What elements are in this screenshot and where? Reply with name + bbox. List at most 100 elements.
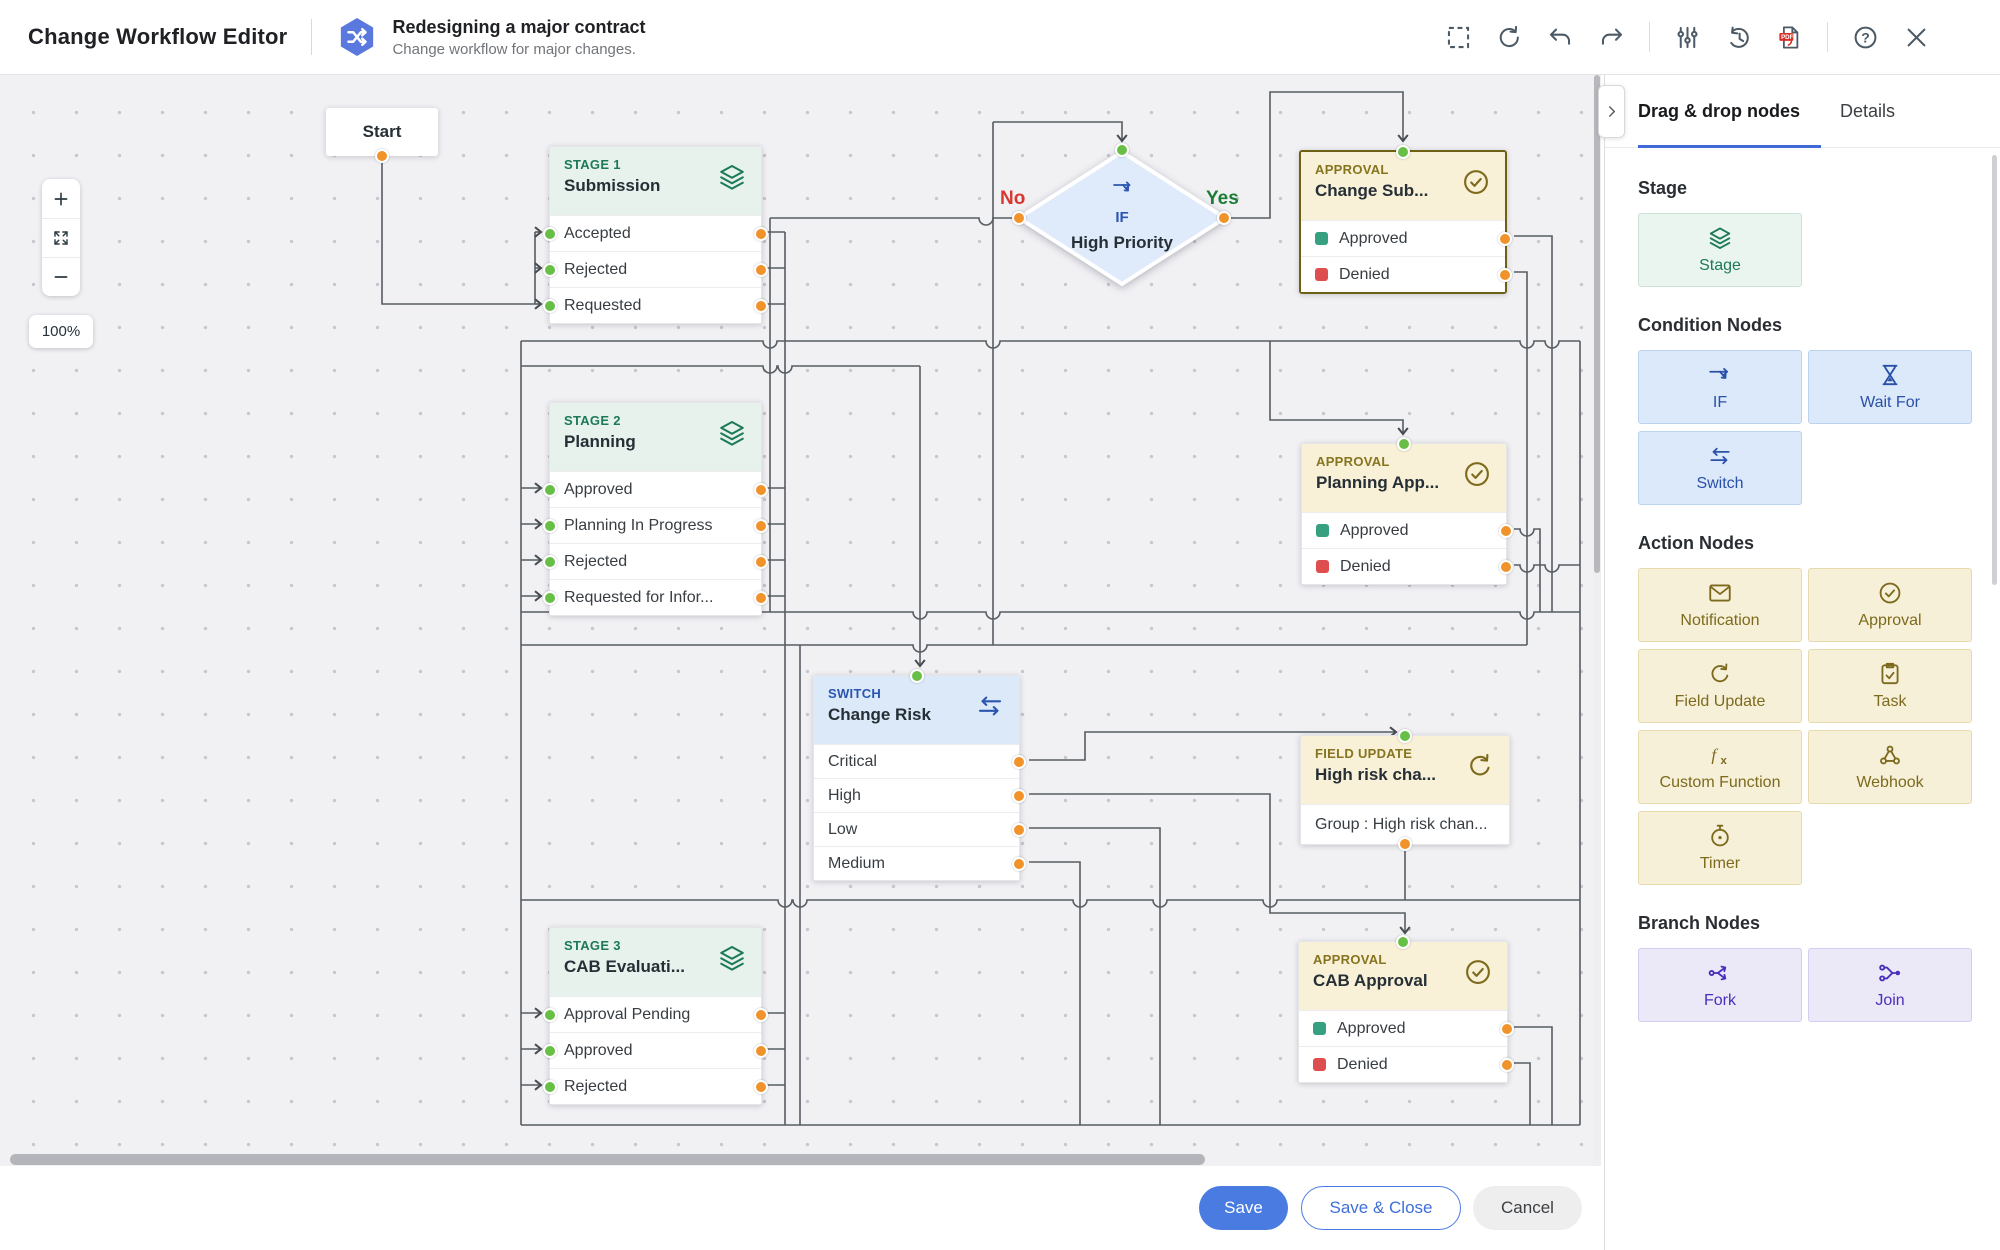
palette-item-field-update[interactable]: Field Update <box>1638 649 1802 723</box>
node-stage-1[interactable]: STAGE 1 Submission Accepted Rejected Req… <box>543 146 768 324</box>
output-port[interactable] <box>1498 267 1512 282</box>
stage-row[interactable]: Planning In Progress <box>543 507 768 543</box>
output-port[interactable] <box>754 590 768 605</box>
sliders-icon[interactable] <box>1674 24 1701 51</box>
output-port[interactable] <box>754 262 768 277</box>
reset-icon[interactable] <box>1496 24 1523 51</box>
node-start[interactable]: Start <box>326 108 438 163</box>
input-port[interactable] <box>543 262 557 277</box>
output-port[interactable] <box>754 482 768 497</box>
save-button[interactable]: Save <box>1199 1186 1288 1230</box>
palette-item-fork[interactable]: Fork <box>1638 948 1802 1022</box>
node-approval-cab[interactable]: APPROVAL CAB Approval Approved Denied <box>1298 935 1514 1083</box>
output-port[interactable] <box>1498 231 1512 246</box>
node-stage-3[interactable]: STAGE 3 CAB Evaluati... Approval Pending… <box>543 927 768 1105</box>
node-switch-change-risk[interactable]: SWITCH Change Risk Critical High Low Med… <box>813 669 1026 881</box>
undo-icon[interactable] <box>1547 24 1574 51</box>
palette-item-if[interactable]: IF <box>1638 350 1802 424</box>
input-port[interactable] <box>543 554 557 569</box>
palette-item-approval[interactable]: Approval <box>1808 568 1972 642</box>
input-port[interactable] <box>1398 729 1412 743</box>
stage-row[interactable]: Rejected <box>543 543 768 579</box>
stage-row[interactable]: Requested <box>543 287 768 323</box>
input-port[interactable] <box>1397 437 1411 451</box>
canvas-vertical-scrollbar[interactable] <box>1593 75 1601 1166</box>
approval-row[interactable]: Approved <box>1302 512 1513 548</box>
input-port[interactable] <box>1396 145 1410 159</box>
scrollbar-thumb[interactable] <box>10 1154 1205 1165</box>
output-port[interactable] <box>1012 856 1026 871</box>
if-input-port[interactable] <box>1115 143 1129 157</box>
zoom-out-button[interactable] <box>42 257 80 296</box>
approval-row[interactable]: Denied <box>1299 1046 1514 1082</box>
switch-row[interactable]: Critical <box>814 744 1026 778</box>
cancel-button[interactable]: Cancel <box>1473 1186 1582 1230</box>
palette-item-notification[interactable]: Notification <box>1638 568 1802 642</box>
input-port[interactable] <box>543 1007 557 1022</box>
output-port[interactable] <box>754 518 768 533</box>
output-port[interactable] <box>1500 1021 1514 1036</box>
workflow-canvas[interactable]: IF High Priority No Yes Start STAGE 1 Su… <box>0 75 1593 1166</box>
save-and-close-button[interactable]: Save & Close <box>1301 1186 1461 1230</box>
output-port[interactable] <box>754 1079 768 1094</box>
input-port[interactable] <box>543 226 557 241</box>
history-icon[interactable] <box>1725 24 1752 51</box>
approval-row[interactable]: Denied <box>1301 256 1512 292</box>
stage-row[interactable]: Rejected <box>543 251 768 287</box>
input-port[interactable] <box>543 590 557 605</box>
palette-item-wait-for[interactable]: Wait For <box>1808 350 1972 424</box>
close-icon[interactable] <box>1903 24 1930 51</box>
output-port[interactable] <box>754 226 768 241</box>
palette-item-join[interactable]: Join <box>1808 948 1972 1022</box>
output-port[interactable] <box>1012 754 1026 769</box>
input-port[interactable] <box>909 669 924 683</box>
marquee-select-icon[interactable] <box>1445 24 1472 51</box>
palette-item-custom-function[interactable]: Custom Function <box>1638 730 1802 804</box>
sidebar-scrollbar[interactable] <box>1992 155 1997 585</box>
output-port[interactable] <box>1500 1057 1514 1072</box>
tab-details[interactable]: Details <box>1840 100 1896 121</box>
scrollbar-thumb[interactable] <box>1594 75 1600 573</box>
node-field-update[interactable]: FIELD UPDATE High risk cha... Group : Hi… <box>1300 729 1510 851</box>
palette-item-webhook[interactable]: Webhook <box>1808 730 1972 804</box>
output-port[interactable] <box>1012 788 1026 803</box>
input-port[interactable] <box>543 298 557 313</box>
input-port[interactable] <box>543 482 557 497</box>
zoom-in-button[interactable] <box>42 179 80 218</box>
stage-row[interactable]: Approval Pending <box>543 996 768 1032</box>
node-approval-change-submission[interactable]: APPROVAL Change Sub... Approved Denied <box>1299 145 1512 294</box>
fit-to-screen-button[interactable] <box>42 218 80 257</box>
stage-row[interactable]: Accepted <box>543 215 768 251</box>
input-port[interactable] <box>1396 935 1410 949</box>
stage-row[interactable]: Rejected <box>543 1068 768 1104</box>
palette-item-stage[interactable]: Stage <box>1638 213 1802 287</box>
output-port[interactable] <box>754 1007 768 1022</box>
input-port[interactable] <box>543 1043 557 1058</box>
switch-row[interactable]: High <box>814 778 1026 812</box>
stage-row[interactable]: Requested for Infor... <box>543 579 768 615</box>
stage-row[interactable]: Approved <box>543 1032 768 1068</box>
canvas-horizontal-scrollbar[interactable] <box>0 1153 1580 1166</box>
help-icon[interactable] <box>1852 24 1879 51</box>
output-port[interactable] <box>1398 837 1412 851</box>
tab-drag-drop-nodes[interactable]: Drag & drop nodes <box>1638 100 1801 121</box>
output-port[interactable] <box>754 554 768 569</box>
input-port[interactable] <box>543 518 557 533</box>
node-stage-2[interactable]: STAGE 2 Planning Approved Planning In Pr… <box>543 402 768 616</box>
stage-row[interactable]: Approved <box>543 471 768 507</box>
node-approval-planning[interactable]: APPROVAL Planning App... Approved Denied <box>1301 437 1513 585</box>
switch-row[interactable]: Medium <box>814 846 1026 880</box>
approval-row[interactable]: Denied <box>1302 548 1513 584</box>
approval-row[interactable]: Approved <box>1299 1010 1514 1046</box>
palette-item-timer[interactable]: Timer <box>1638 811 1802 885</box>
output-port[interactable] <box>1499 559 1513 574</box>
palette-item-switch[interactable]: Switch <box>1638 431 1802 505</box>
redo-icon[interactable] <box>1598 24 1625 51</box>
output-port[interactable] <box>1499 523 1513 538</box>
switch-row[interactable]: Low <box>814 812 1026 846</box>
start-output-port[interactable] <box>375 149 389 163</box>
output-port[interactable] <box>1012 822 1026 837</box>
if-yes-port[interactable] <box>1217 211 1231 225</box>
sidebar-collapse-button[interactable] <box>1598 85 1625 138</box>
approval-row[interactable]: Approved <box>1301 220 1512 256</box>
